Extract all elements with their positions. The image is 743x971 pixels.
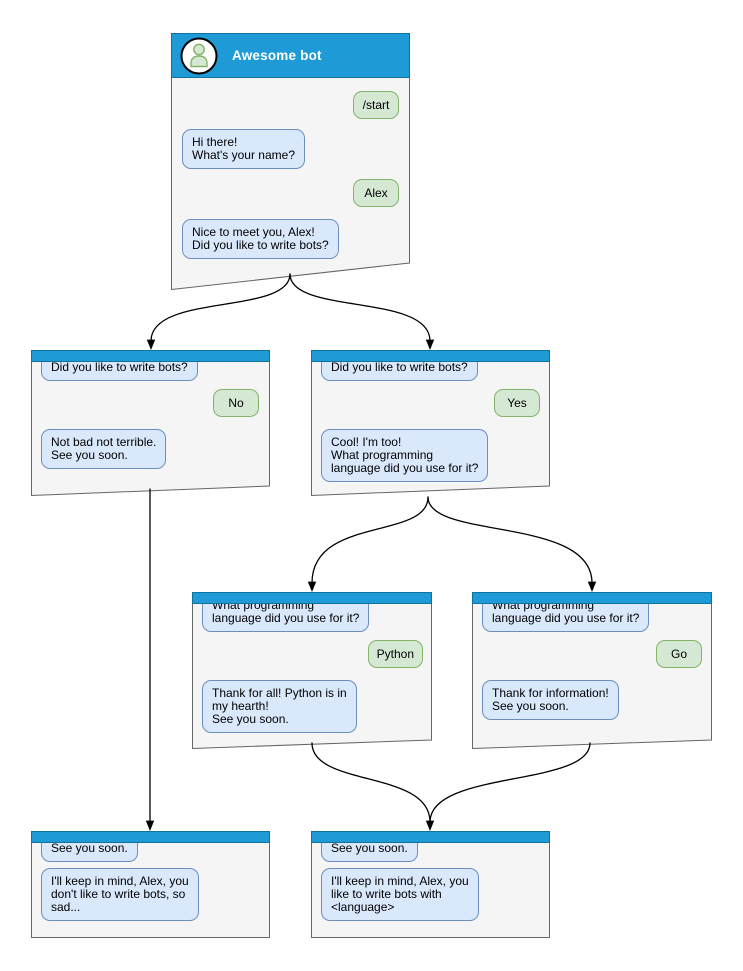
bubble-answer-go: Go	[656, 640, 702, 668]
window-branch-python: What programming language did you use fo…	[192, 592, 432, 749]
bubble-name-answer: Alex	[353, 179, 399, 207]
arrow-python-to-end	[311, 742, 431, 823]
window-end-no: See you soon. I'll keep in mind, Alex, y…	[31, 831, 270, 938]
window-branch-yes: Did you like to write bots? Yes Cool! I'…	[311, 350, 550, 496]
bubble-greeting: Hi there! What's your name?	[182, 129, 306, 169]
window-titlebar	[311, 350, 550, 362]
window-branch-no: Did you like to write bots? No Not bad n…	[31, 350, 270, 496]
bubble-reply: Cool! I'm too! What programming language…	[321, 429, 489, 482]
window-branch-go: What programming language did you use fo…	[472, 592, 712, 749]
arrowhead	[587, 581, 597, 592]
window-root-dialog: /start Hi there! What's your name? Alex …	[171, 33, 410, 290]
bubble-reply: Thank for all! Python is in my hearth! S…	[202, 680, 357, 733]
arrow-yes-to-python	[311, 496, 429, 584]
bubble-answer-no: No	[213, 389, 259, 417]
bubble-answer-python: Python	[367, 640, 423, 668]
bubble-answer-yes: Yes	[494, 389, 540, 417]
window-titlebar	[311, 831, 550, 843]
window-title: Awesome bot	[232, 48, 322, 63]
bubble-start-command: /start	[353, 91, 399, 119]
bubble-reply: I'll keep in mind, Alex, you don't like …	[41, 868, 199, 921]
window-end-yes: See you soon. I'll keep in mind, Alex, y…	[311, 831, 550, 938]
window-titlebar	[472, 592, 712, 604]
arrowhead	[145, 820, 155, 831]
window-titlebar	[31, 831, 270, 843]
arrowhead	[307, 581, 317, 592]
bubble-reply: I'll keep in mind, Alex, you like to wri…	[321, 868, 479, 921]
window-titlebar: Awesome bot	[171, 33, 410, 78]
window-titlebar	[31, 350, 270, 362]
arrowhead	[425, 339, 435, 350]
bubble-ask-bots: Nice to meet you, Alex! Did you like to …	[182, 219, 339, 259]
bubble-reply: Thank for information! See you soon.	[482, 680, 619, 720]
arrow-yes-to-go	[427, 496, 593, 584]
bubble-reply: Not bad not terrible. See you soon.	[41, 429, 167, 469]
arrowhead	[425, 820, 435, 831]
bot-avatar-icon	[180, 37, 218, 74]
arrowhead	[146, 339, 156, 350]
window-titlebar	[192, 592, 432, 604]
arrow-go-to-end	[429, 742, 591, 823]
